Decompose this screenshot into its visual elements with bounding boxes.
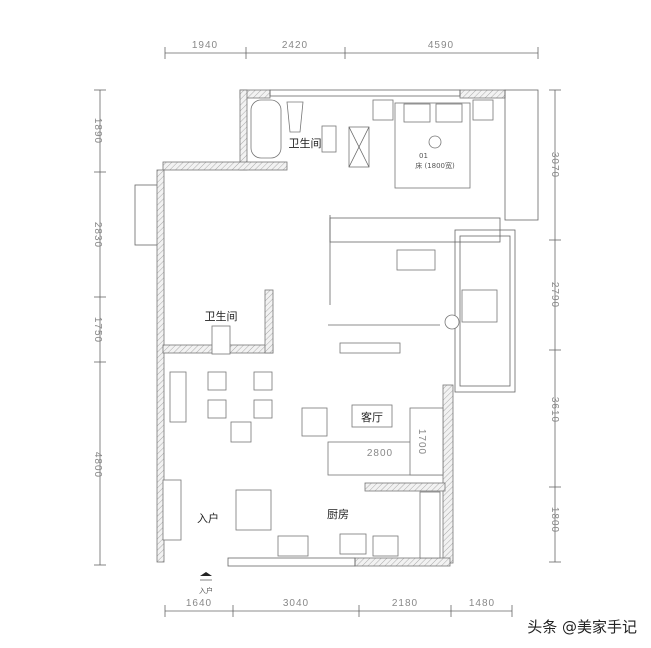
dimension-bottom: 1640 3040 2180 1480 (164, 598, 513, 617)
dim-bottom-1: 1640 (186, 598, 212, 609)
dim-bottom-2: 3040 (283, 598, 309, 609)
dim-right-4: 1800 (549, 507, 560, 533)
label-bed-marker: 01 (419, 152, 428, 160)
label-bathroom-top: 卫生间 (289, 136, 322, 150)
living-label-box (351, 404, 393, 428)
dimension-left: 1890 2830 1750 4800 (92, 89, 106, 566)
dim-right-1: 3070 (549, 152, 560, 178)
label-sofa-length: 2800 (367, 448, 393, 459)
dim-left-3: 1750 (92, 317, 103, 343)
dim-bottom-4: 1480 (469, 598, 495, 609)
dimension-right: 3070 2790 3610 1800 (549, 89, 561, 563)
furniture (162, 99, 498, 559)
label-living: 客厅 (361, 410, 383, 424)
watermark: 头条 @美家手记 (527, 618, 637, 636)
dim-bottom-3: 2180 (392, 598, 418, 609)
label-entrance: 入户 (197, 511, 219, 525)
dim-top-3: 4590 (428, 40, 454, 51)
label-kitchen: 厨房 (327, 508, 349, 521)
dim-top-1: 1940 (192, 40, 218, 51)
dim-right-2: 2790 (549, 282, 560, 308)
dim-left-1: 1890 (92, 118, 103, 144)
label-bathroom-left: 卫生间 (205, 309, 238, 323)
walls (134, 89, 539, 567)
dim-left-2: 2830 (92, 222, 103, 248)
dim-left-4: 4800 (92, 452, 103, 478)
dim-right-3: 3610 (549, 397, 560, 423)
label-sofa-depth: 1700 (416, 429, 427, 455)
label-entrance-arrow: 入户 (199, 586, 213, 595)
dim-top-2: 2420 (282, 40, 308, 51)
dimension-top: 1940 2420 4590 (164, 40, 539, 59)
entrance-arrow-icon (200, 572, 212, 576)
label-bed: 床 (1800宽) (415, 161, 455, 170)
